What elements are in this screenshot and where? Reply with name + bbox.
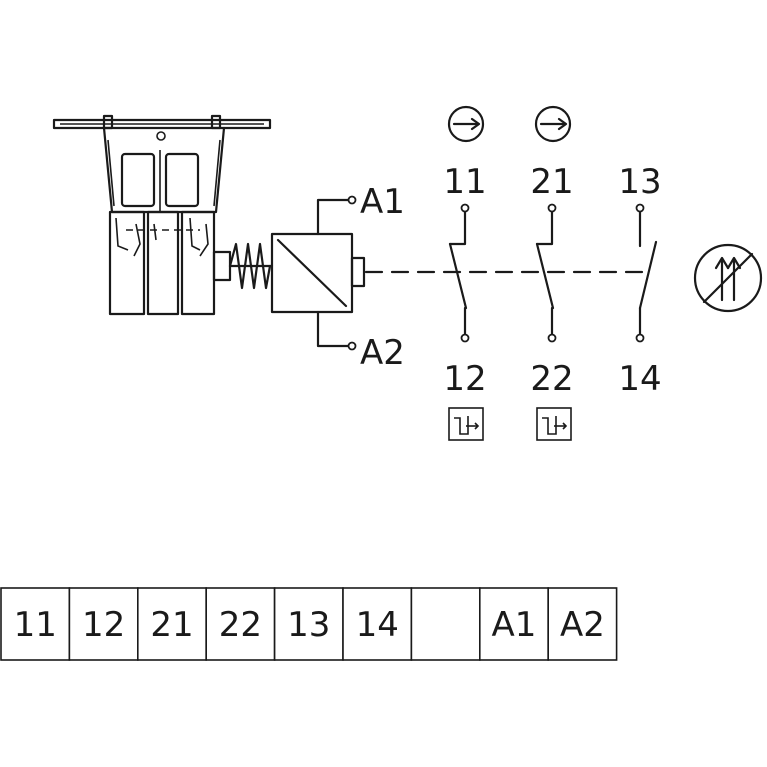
terminal-cell: 11 (0, 587, 71, 661)
contact-1-bottom-label: 12 (443, 359, 486, 399)
contact-3-bottom-label: 14 (618, 359, 661, 399)
terminal-cell: 13 (273, 587, 344, 661)
terminal-cell-label: 12 (82, 605, 125, 645)
terminal-cell: A1 (478, 587, 549, 661)
no-release-icon (693, 243, 763, 313)
terminal-cell-label: 13 (287, 605, 330, 645)
contact-nc-2 (535, 203, 557, 343)
arrow-right-icon (534, 105, 572, 143)
terminal-cell: 14 (342, 587, 413, 661)
contact-no (635, 203, 658, 343)
terminal-cell-label: 21 (150, 605, 193, 645)
terminal-strip: 11 12 21 22 13 14 A1 A2 (0, 587, 618, 661)
contact-3-top-label: 13 (618, 162, 661, 202)
coil (270, 195, 366, 351)
relay-housing (52, 114, 272, 316)
terminal-cell: A2 (547, 587, 618, 661)
arrow-right-icon (447, 105, 485, 143)
contact-nc-1 (448, 203, 470, 343)
coil-terminal-a1: A1 (360, 182, 405, 222)
terminal-cell-label: A1 (492, 605, 537, 645)
coil-terminal-a2: A2 (360, 333, 405, 373)
spring (228, 242, 274, 290)
terminal-cell: 21 (137, 587, 208, 661)
contact-2-top-label: 21 (530, 162, 573, 202)
terminal-cell (410, 587, 481, 661)
terminal-cell-label: 11 (14, 605, 57, 645)
mirror-contact-icon (448, 407, 484, 441)
terminal-cell-label: A2 (560, 605, 605, 645)
mirror-contact-icon (536, 407, 572, 441)
terminal-cell-label: 14 (356, 605, 399, 645)
terminal-cell-label: 22 (219, 605, 262, 645)
terminal-cell: 12 (68, 587, 139, 661)
contact-2-bottom-label: 22 (530, 359, 573, 399)
contact-1-top-label: 11 (443, 162, 486, 202)
terminal-cell: 22 (205, 587, 276, 661)
